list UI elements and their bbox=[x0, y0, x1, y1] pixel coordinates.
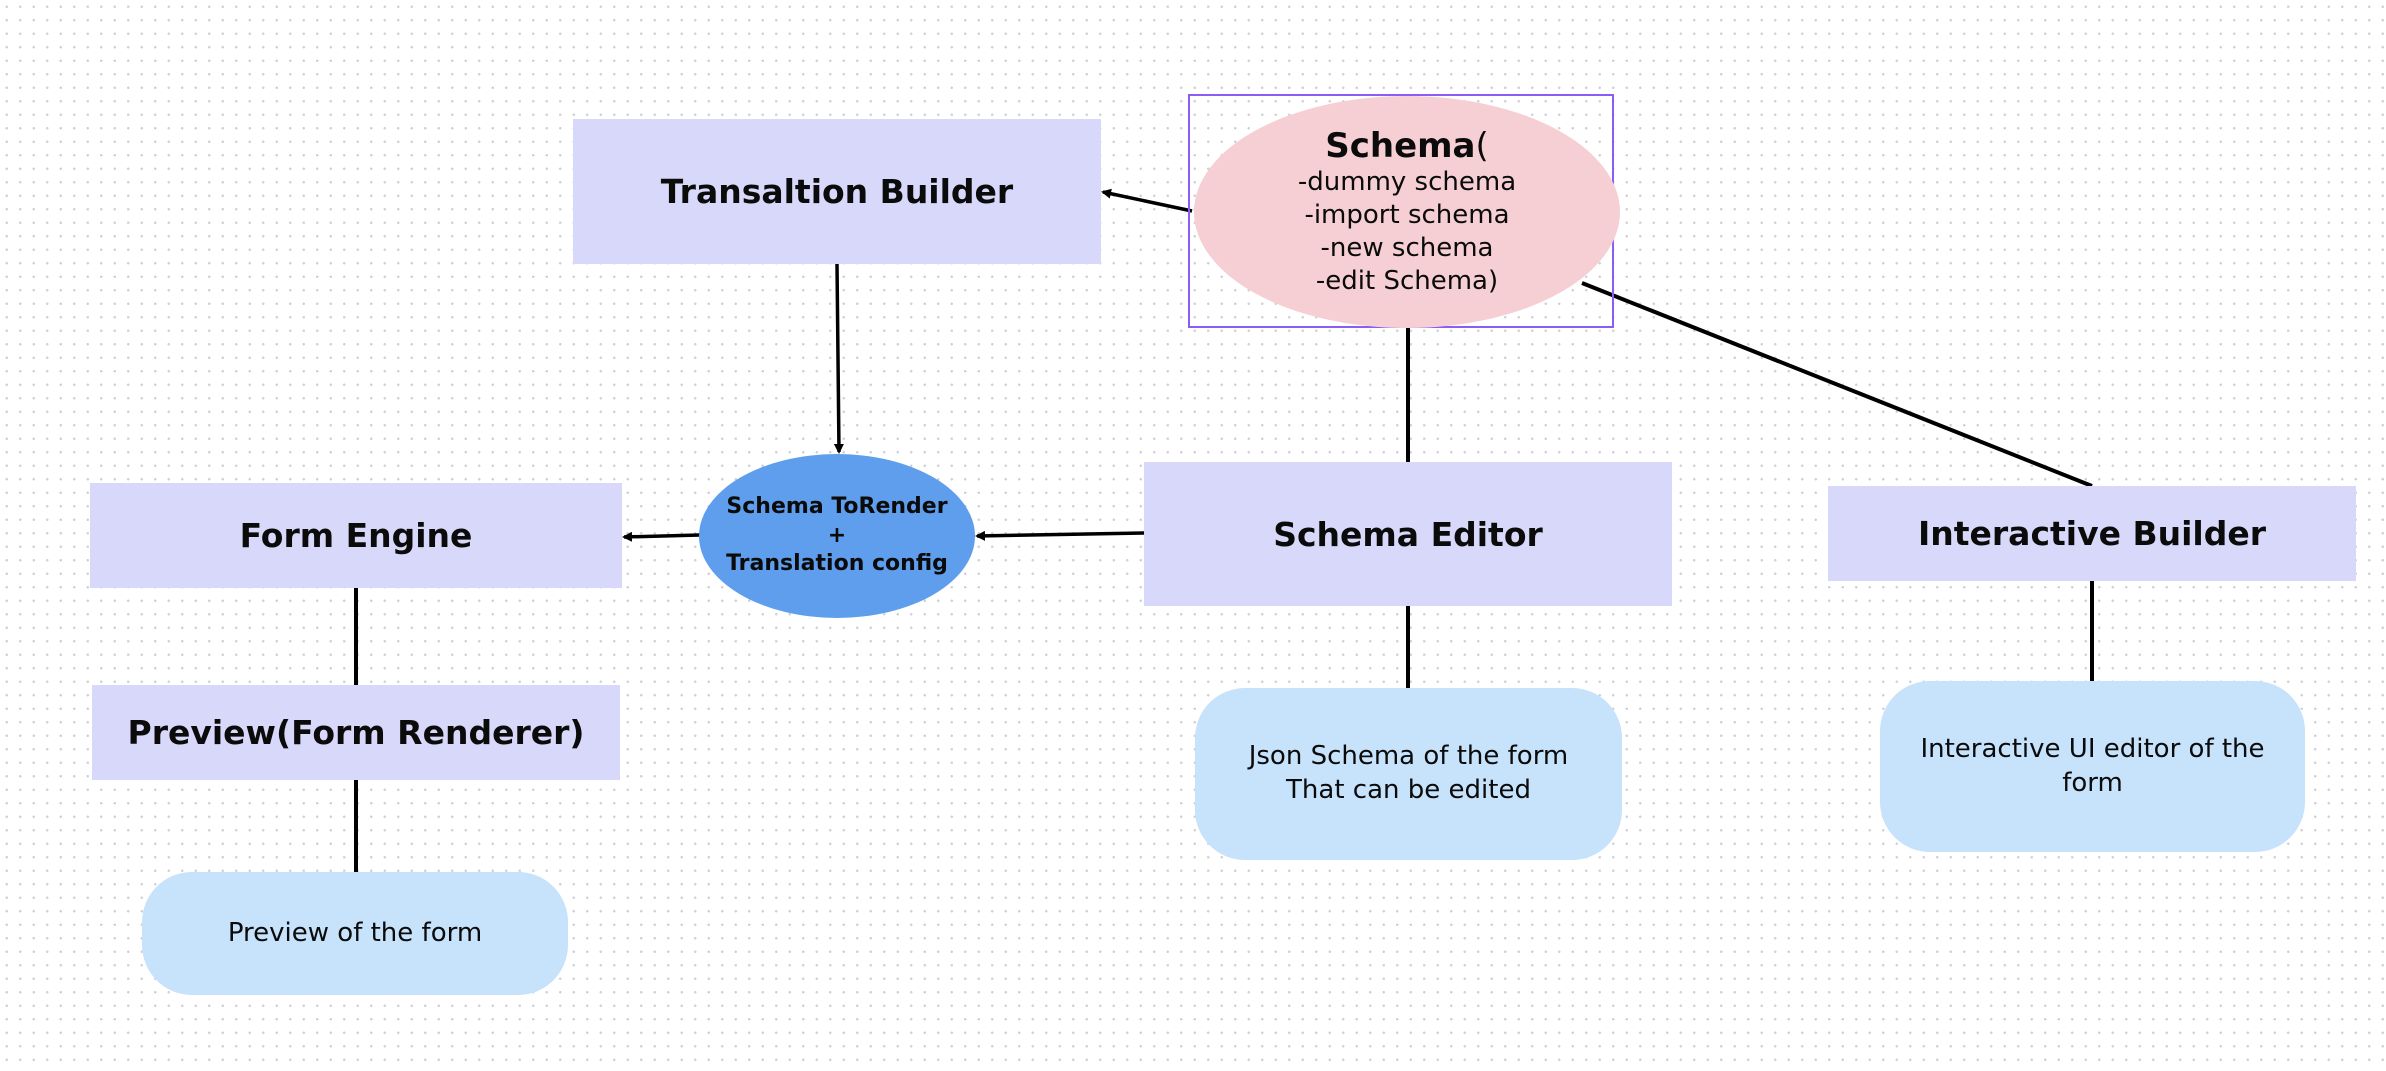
json-schema-note-node[interactable]: Json Schema of the form That can be edit… bbox=[1195, 688, 1622, 860]
translation-builder-label: Transaltion Builder bbox=[660, 172, 1014, 211]
edge-schema-to-translation-builder bbox=[1101, 188, 1193, 213]
schema-node[interactable]: Schema( -dummy schema -import schema -ne… bbox=[1194, 96, 1620, 328]
interactive-note-node[interactable]: Interactive UI editor of the form bbox=[1880, 681, 2305, 852]
schema-to-render-plus: + bbox=[827, 522, 847, 548]
preview-note-text: Preview of the form bbox=[227, 917, 483, 948]
schema-option-dummy: -dummy schema bbox=[1297, 167, 1517, 198]
preview-renderer-node[interactable]: Preview(Form Renderer) bbox=[92, 685, 620, 780]
interactive-builder-label: Interactive Builder bbox=[1917, 514, 2267, 553]
schema-option-edit: -edit Schema) bbox=[1315, 266, 1499, 297]
schema-editor-node[interactable]: Schema Editor bbox=[1144, 462, 1672, 606]
form-engine-label: Form Engine bbox=[239, 516, 473, 555]
schema-option-import: -import schema bbox=[1304, 200, 1510, 231]
interactive-builder-node[interactable]: Interactive Builder bbox=[1828, 486, 2356, 581]
schema-to-render-node[interactable]: Schema ToRender + Translation config bbox=[699, 454, 975, 618]
edge-schema-to-render-to-form-engine bbox=[622, 531, 701, 542]
schema-editor-label: Schema Editor bbox=[1273, 514, 1543, 554]
edge-schema-to-interactive-builder bbox=[1581, 281, 2093, 488]
preview-renderer-label: Preview(Form Renderer) bbox=[127, 713, 585, 752]
form-engine-node[interactable]: Form Engine bbox=[90, 483, 622, 588]
schema-title: Schema( bbox=[1325, 125, 1489, 166]
edge-translation-builder-to-schema-to-render bbox=[833, 263, 844, 454]
preview-note-node[interactable]: Preview of the form bbox=[142, 872, 568, 995]
json-schema-note-line-2: That can be edited bbox=[1286, 775, 1531, 805]
schema-option-new: -new schema bbox=[1320, 233, 1494, 264]
schema-to-render-line-1: Schema ToRender bbox=[726, 494, 948, 520]
json-schema-note-line-1: Json Schema of the form bbox=[1248, 741, 1569, 772]
interactive-note-text: Interactive UI editor of the form bbox=[1920, 733, 2265, 798]
schema-to-render-line-2: Translation config bbox=[726, 551, 948, 577]
edge-schema-editor-to-schema-to-render bbox=[975, 530, 1145, 541]
translation-builder-node[interactable]: Transaltion Builder bbox=[573, 119, 1101, 264]
